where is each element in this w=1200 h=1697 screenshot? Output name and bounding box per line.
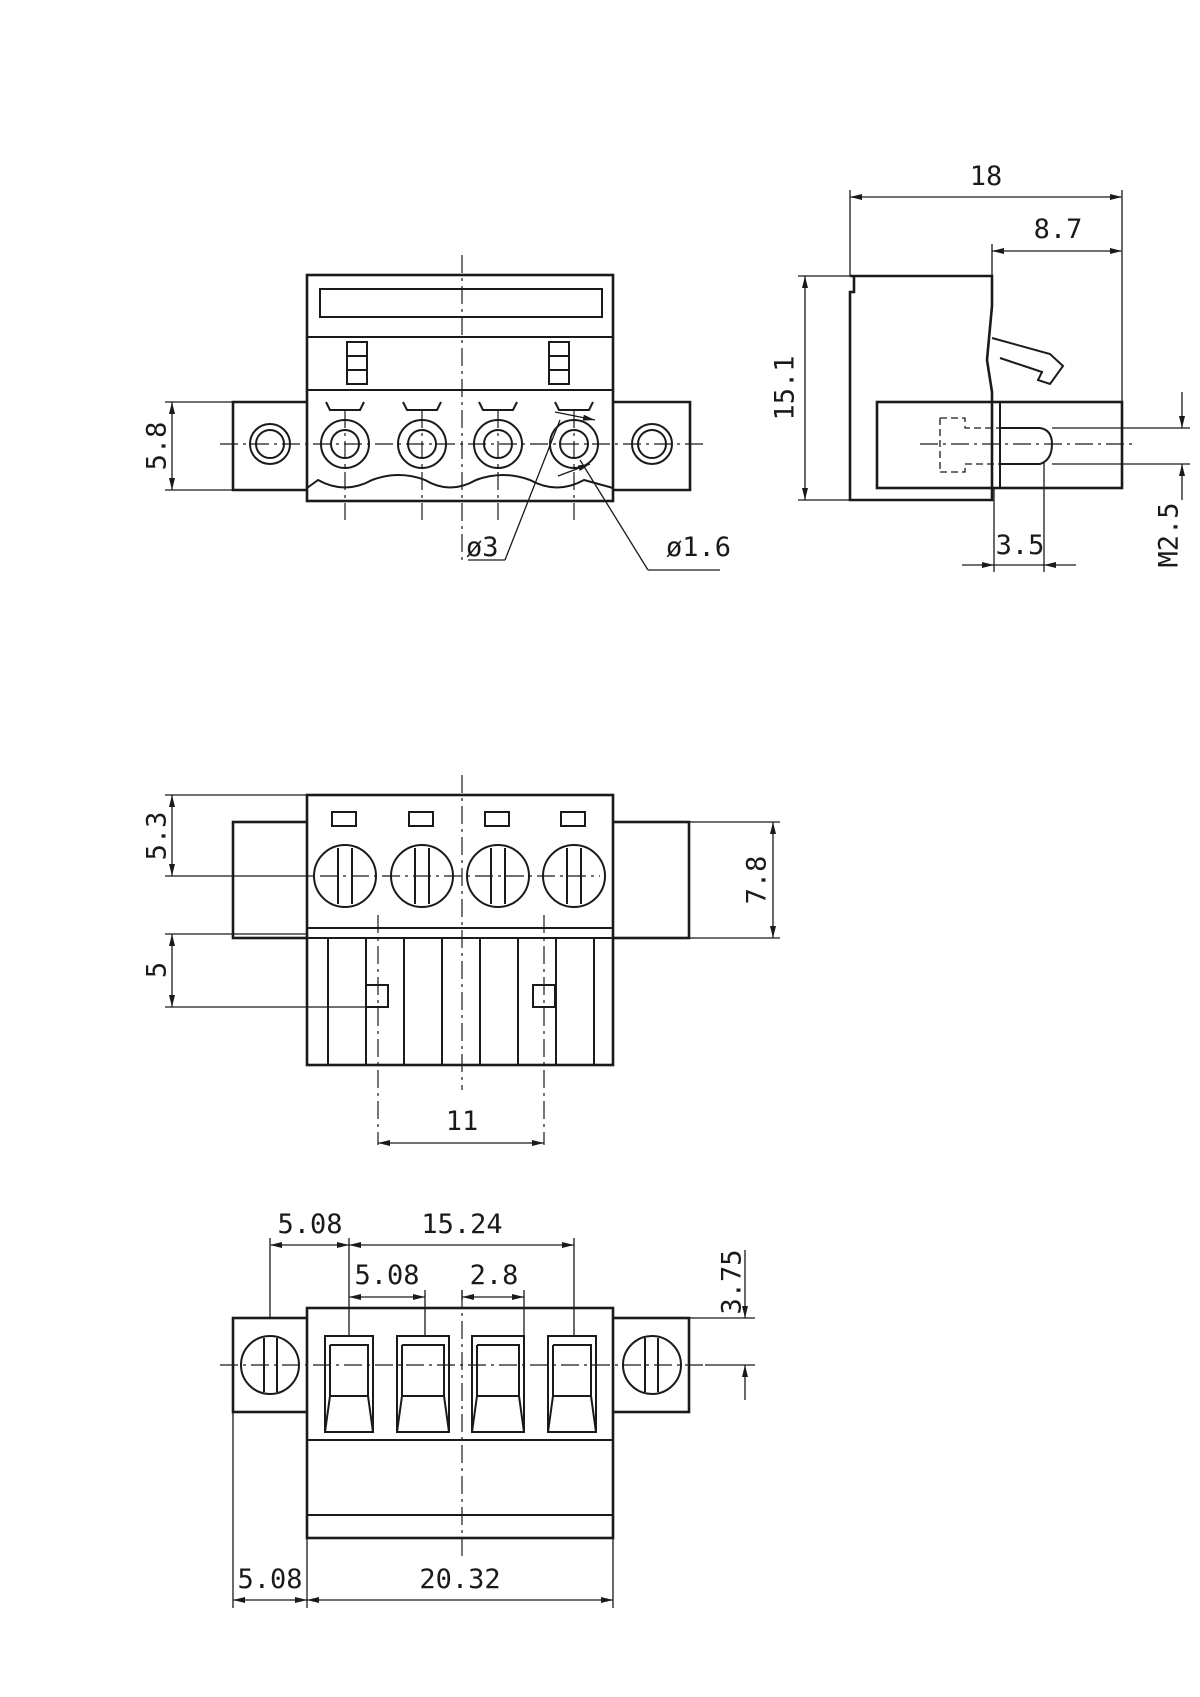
top-latch-left <box>365 984 389 1008</box>
dim-body-width: 20.32 <box>419 1564 500 1595</box>
side-body-outline <box>848 274 994 502</box>
side-latch <box>991 337 1065 386</box>
front-view: 5.8 ø3 ø1.6 <box>142 255 731 571</box>
front-housing-outline <box>305 273 615 503</box>
top-housing-outline <box>305 793 615 1067</box>
side-screw <box>1000 427 1054 465</box>
dim-slot-width: 2.8 <box>470 1260 519 1291</box>
top-lower-ribs <box>327 938 595 1065</box>
bottom-wire-entries <box>324 1335 597 1433</box>
bottom-view: 5.08 15.24 5.08 2.8 3.75 5.08 20.32 <box>220 1209 755 1608</box>
side-view: 18 8.7 15.1 3.5 M2.5 <box>770 161 1190 572</box>
dim-pin-diameter: ø1.6 <box>666 532 731 563</box>
top-view: 5.3 5 7.8 11 <box>142 775 780 1146</box>
dim-side-height: 15.1 <box>770 355 801 420</box>
dim-flange-width: 7.8 <box>742 856 773 905</box>
dim-pitch-span: 15.24 <box>421 1209 502 1240</box>
bottom-housing-outline <box>305 1306 615 1540</box>
front-mounting-flange <box>231 400 692 492</box>
dim-screw-offset: 5.3 <box>142 812 173 861</box>
dim-latch-depth: 8.7 <box>1034 214 1083 245</box>
dim-flange-bottom: 5.08 <box>237 1564 302 1595</box>
dim-side-depth: 18 <box>970 161 1003 192</box>
dim-screw-length: 3.5 <box>996 530 1045 561</box>
dim-lower-height: 5 <box>142 962 173 978</box>
front-latch-ribs <box>346 341 570 385</box>
front-label-window <box>319 288 603 318</box>
dim-latch-spacing: 11 <box>446 1106 479 1137</box>
dim-flange-pitch: 5.08 <box>277 1209 342 1240</box>
front-pin-holes <box>320 419 599 469</box>
dim-flange-offset: 3.75 <box>717 1249 748 1314</box>
dim-hole-diameter: ø3 <box>466 532 499 563</box>
dim-thread: M2.5 <box>1154 502 1185 567</box>
top-indicator-windows <box>331 811 586 827</box>
dim-front-height: 5.8 <box>142 422 173 471</box>
dim-pitch: 5.08 <box>354 1260 419 1291</box>
